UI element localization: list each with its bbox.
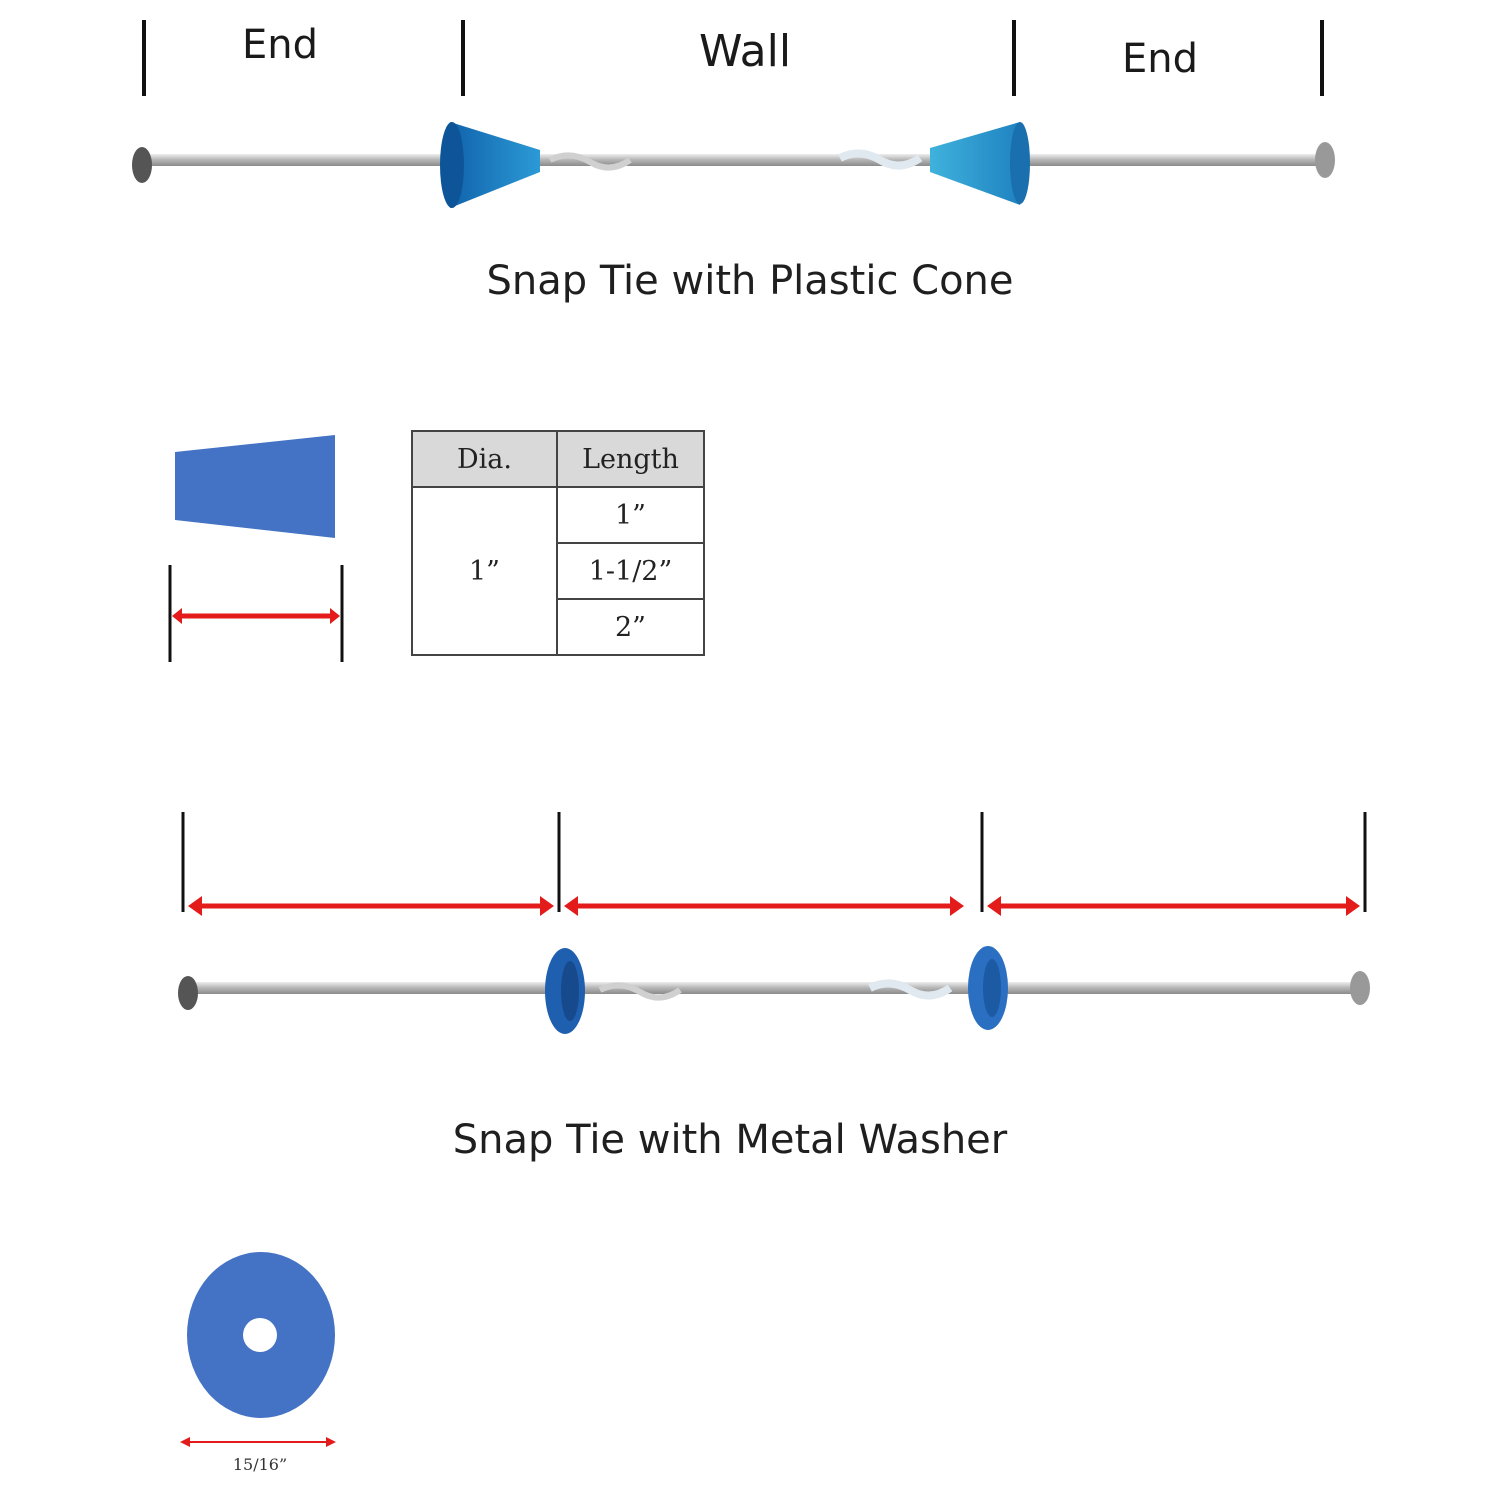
label-end-right: End xyxy=(1121,36,1198,82)
header-diameter: Dia. xyxy=(411,430,558,488)
cone-length-diagram xyxy=(168,435,344,662)
rod-end-head xyxy=(178,976,198,1010)
snap-tie-cone-illustration xyxy=(132,122,1335,208)
label-wall: Wall xyxy=(698,26,792,77)
cell-length: 2” xyxy=(556,598,705,656)
marker-tick xyxy=(461,20,465,96)
tie-rod xyxy=(185,982,1365,994)
header-length: Length xyxy=(556,430,705,488)
plastic-cone-left xyxy=(443,122,540,208)
cone-size-table: Dia. Length 1” 1” 1-1/2” 2” xyxy=(411,430,705,656)
rod-end-head xyxy=(1350,971,1370,1005)
cell-length: 1” xyxy=(556,486,705,544)
marker-tick xyxy=(1012,20,1016,96)
rod-end-head xyxy=(132,147,152,183)
caption-plastic-cone: Snap Tie with Plastic Cone xyxy=(486,258,1014,304)
marker-tick xyxy=(142,20,146,96)
label-end-left: End xyxy=(241,22,318,68)
rod-end-head xyxy=(1315,142,1335,178)
washer-dimension-arrows xyxy=(181,812,1367,916)
washer-dimension-label: 15/16” xyxy=(232,1455,288,1474)
tie-rod xyxy=(140,154,1330,166)
caption-metal-washer: Snap Tie with Metal Washer xyxy=(452,1117,1008,1163)
plastic-cone-right xyxy=(930,122,1027,205)
cone-shape xyxy=(175,435,335,538)
cell-length: 1-1/2” xyxy=(556,542,705,600)
cell-diameter: 1” xyxy=(411,486,558,656)
snap-tie-washer-illustration xyxy=(178,946,1370,1034)
marker-tick xyxy=(1320,20,1324,96)
washer-diagram xyxy=(180,1252,336,1447)
